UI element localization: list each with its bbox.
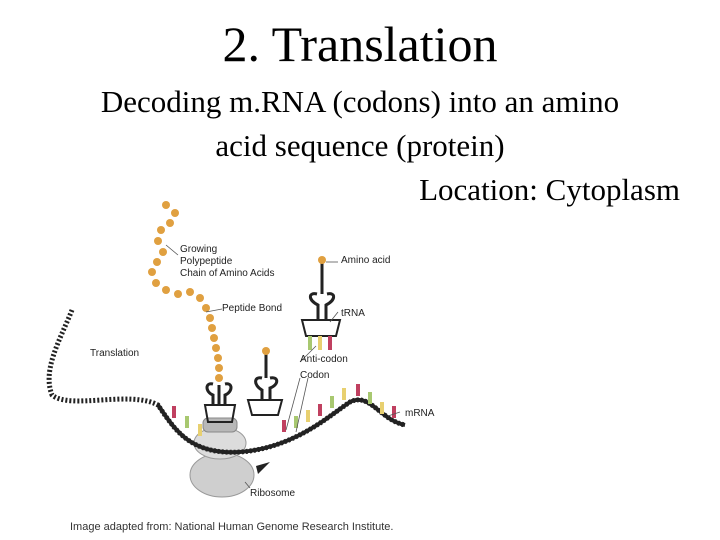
- label-chain-of-amino-acids: Chain of Amino Acids: [180, 268, 275, 279]
- mrna-base: [294, 416, 298, 428]
- mrna-base: [330, 396, 334, 408]
- subtitle-line-2: acid sequence (protein): [215, 128, 505, 163]
- slide-subtitle: Decoding m.RNA (codons) into an amino ac…: [0, 80, 720, 168]
- amino-acid-bead: [196, 294, 204, 302]
- amino-acid-bead: [174, 290, 182, 298]
- image-credit: Image adapted from: National Human Genom…: [70, 521, 394, 533]
- polypeptide-chain: [148, 201, 223, 382]
- mrna-base: [172, 406, 176, 418]
- label-anticodon: Anti-codon: [300, 354, 348, 365]
- amino-acid-bead: [157, 226, 165, 234]
- amino-acid-bead: [202, 304, 210, 312]
- amino-acid-bead: [215, 374, 223, 382]
- mrna-base: [306, 410, 310, 422]
- amino-acid-bead: [212, 344, 220, 352]
- mrna-base: [368, 392, 372, 404]
- trna-2: [246, 352, 284, 416]
- amino-acid-bead: [162, 201, 170, 209]
- amino-acid-bead: [154, 237, 162, 245]
- trna-1: [203, 382, 237, 423]
- trna-3-anticodon: [308, 336, 332, 350]
- location-text: Location: Cytoplasm: [419, 172, 680, 207]
- label-growing: Growing: [180, 244, 217, 255]
- mrna-base: [318, 404, 322, 416]
- label-amino-acid: Amino acid: [341, 255, 390, 266]
- mrna-base: [342, 388, 346, 400]
- mrna-base: [380, 402, 384, 414]
- amino-acid-bead: [148, 268, 156, 276]
- label-trna: tRNA: [341, 308, 365, 319]
- amino-acid-bead: [153, 258, 161, 266]
- mrna-base: [282, 420, 286, 432]
- amino-acid-bead: [162, 286, 170, 294]
- amino-acid-bead: [171, 209, 179, 217]
- mrna-base: [392, 406, 396, 418]
- mrna-base: [356, 384, 360, 396]
- ribosome-arrow-icon: [256, 462, 270, 474]
- amino-acid-bead: [208, 324, 216, 332]
- label-polypeptide: Polypeptide: [180, 256, 233, 267]
- amino-acid-bead: [215, 364, 223, 372]
- label-translation: Translation: [90, 348, 139, 359]
- label-peptide-bond: Peptide Bond: [222, 303, 282, 314]
- amino-acid-bead: [152, 279, 160, 287]
- amino-acid-bead: [206, 314, 214, 322]
- label-codon: Codon: [300, 370, 329, 381]
- amino-acid-bead: [214, 354, 222, 362]
- amino-acid-bead: [166, 219, 174, 227]
- label-mrna: mRNA: [405, 408, 435, 419]
- mrna-bases: [172, 384, 396, 436]
- amino-acid-bead: [210, 334, 218, 342]
- label-ribosome: Ribosome: [250, 488, 295, 499]
- trna-3: [300, 262, 342, 337]
- amino-acid-icon: [318, 256, 326, 264]
- subtitle-line-1: Decoding m.RNA (codons) into an amino: [100, 84, 620, 119]
- mrna-base: [185, 416, 189, 428]
- amino-acid-bead: [159, 248, 167, 256]
- mrna-base: [198, 424, 202, 436]
- amino-acid-bead: [186, 288, 194, 296]
- slide-title: 2. Translation: [222, 16, 498, 72]
